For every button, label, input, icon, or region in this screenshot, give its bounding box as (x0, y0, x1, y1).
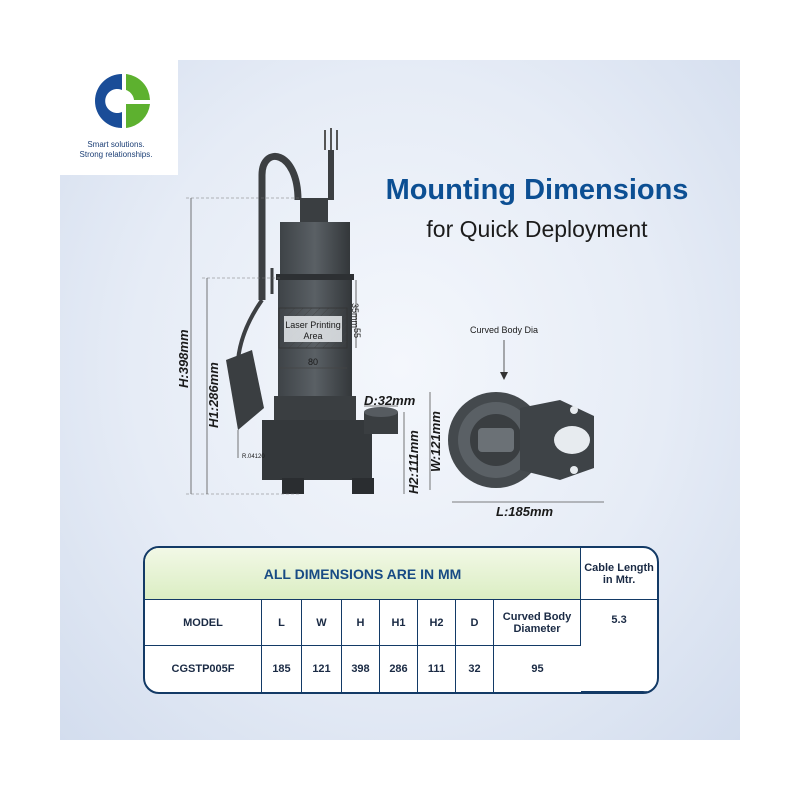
pump-top-view: Curved Body Dia W:121mm L:185mm (428, 325, 604, 519)
col-model: MODEL (145, 600, 262, 646)
cell-model: CGSTP005F (145, 646, 262, 692)
dim-80-label: 80 (308, 357, 318, 367)
tagline-line-1: Smart solutions. (87, 140, 145, 149)
col-h2: H2 (418, 600, 456, 646)
svg-text:Laser Printing: Laser Printing (285, 320, 341, 330)
cell-curved-body-diameter: 95 (531, 663, 544, 675)
cell-w: 121 (302, 646, 342, 692)
cell-d: 32 (456, 646, 494, 692)
dim-h-total: H:398mm (176, 197, 300, 495)
logo-tagline: Smart solutions. Strong relationships. (60, 140, 172, 160)
svg-text:Area: Area (303, 331, 322, 341)
brand-logo: Smart solutions. Strong relationships. (60, 60, 178, 175)
col-h: H (342, 600, 380, 646)
pump-diagram: Laser Printing Area 80 35mm 55 R.04120 H… (176, 128, 604, 519)
cell-h1: 286 (380, 646, 418, 692)
dim-h2: H2:111mm (403, 412, 421, 494)
page-title: Mounting Dimensions (385, 174, 689, 206)
dim-h1: H1:286mm (202, 277, 280, 494)
curved-body-dia-label: Curved Body Dia (470, 325, 538, 335)
dim-35-label: 35mm (350, 303, 360, 328)
laser-printing-area: Laser Printing Area 80 35mm 55 (278, 280, 362, 369)
float-switch: R.04120 (226, 268, 274, 460)
h2-label: H2:111mm (406, 430, 421, 494)
tagline-line-2: Strong relationships. (79, 150, 153, 159)
col-h1: H1 (380, 600, 418, 646)
table-banner: ALL DIMENSIONS ARE IN MM (145, 548, 582, 600)
h-total-label: H:398mm (176, 329, 191, 388)
dimensions-table: ALL DIMENSIONS ARE IN MM Cable Length in… (143, 546, 660, 694)
d-label: D:32mm (364, 393, 416, 408)
col-d: D (456, 600, 494, 646)
cell-h2: 111 (418, 646, 456, 692)
page-subtitle: for Quick Deployment (426, 216, 648, 242)
cable-length-header: Cable Length in Mtr. (581, 548, 658, 600)
w-label: W:121mm (428, 411, 443, 472)
dim-r-label: R.04120 (242, 454, 265, 460)
cell-l: 185 (262, 646, 302, 692)
col-w: W (302, 600, 342, 646)
cg-logo-icon (95, 74, 150, 128)
cable-length-value: 5.3 (581, 600, 658, 692)
power-cable (258, 128, 338, 300)
cell-h: 398 (342, 646, 380, 692)
col-l: L (262, 600, 302, 646)
l-label: L:185mm (496, 504, 554, 519)
h1-label: H1:286mm (206, 362, 221, 428)
col-curved-body-diameter: Curved Body Diameter (494, 600, 582, 646)
dim-55-label: 55 (352, 328, 362, 338)
dim-d: D:32mm (364, 393, 416, 408)
